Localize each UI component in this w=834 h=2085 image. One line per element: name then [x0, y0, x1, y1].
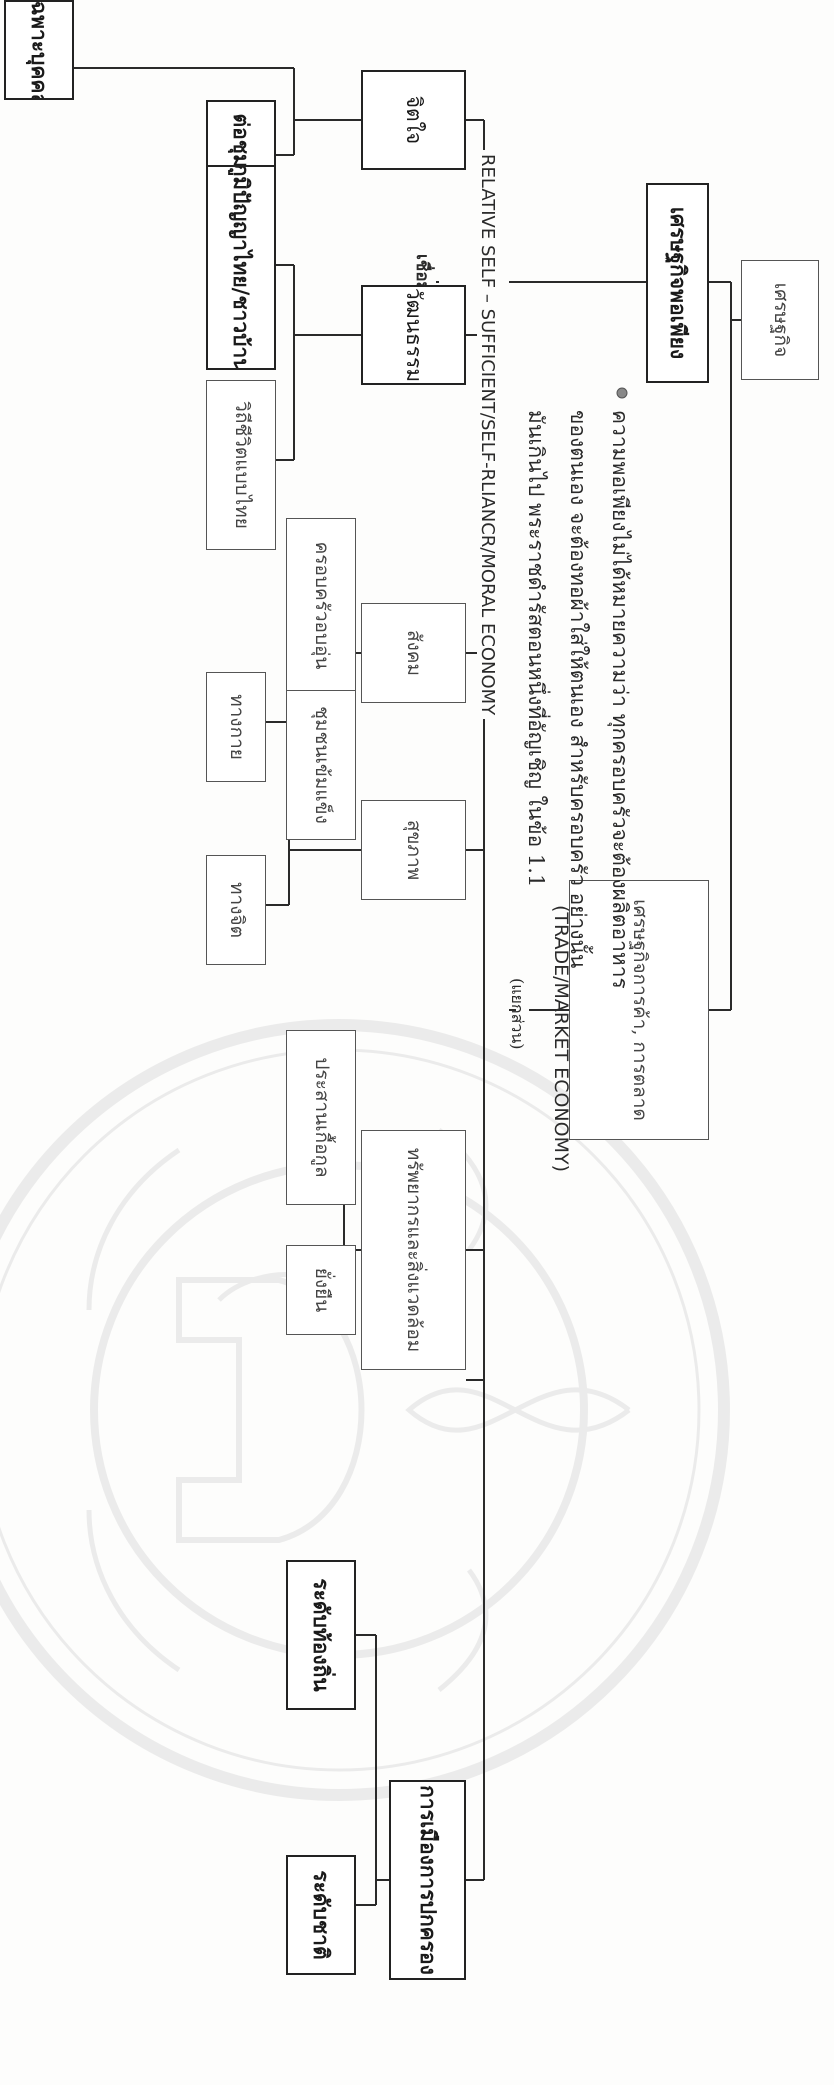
- node-resources-harmony: ประสานเกื้อกูล: [286, 1030, 356, 1205]
- node-culture-thai-way: วิถีชีวิตแบบไทย: [206, 380, 276, 550]
- node-health: สุขภาพ: [361, 800, 466, 900]
- node-society-warm-family: ครอบครัวอบอุ่น: [286, 518, 356, 693]
- node-mind: จิตใจ: [361, 70, 466, 170]
- node-resources-sustainable: ยั่งยืน: [286, 1245, 356, 1335]
- description-line-2: ของตนเอง จะต้องทอผ้าใส่ให้ตนเอง สำหรับคร…: [566, 410, 590, 969]
- node-resources: ทรัพยากรและสิ่งแวดล้อม: [361, 1130, 466, 1370]
- root-node-economy: เศรษฐกิจ: [741, 260, 819, 380]
- node-health-physical: ทางกาย: [206, 672, 266, 782]
- node-health-mental: ทางจิต: [206, 855, 266, 965]
- description-line-1: ความพอเพียงไม่ได้หมายความว่า ทุกครอบครัว…: [608, 410, 632, 989]
- trade-economy-note: (แยกส่วน): [508, 978, 527, 1050]
- sufficiency-english-label: RELATIVE SELF – SUFFICIENT/SELF-RLIANCR/…: [477, 150, 498, 720]
- node-politics: การเมืองการปกครอง: [389, 1780, 466, 1980]
- description-line-3: มันเกินไป พระราชดำรัสตอนหนึ่งที่อัญเชิญ …: [524, 410, 548, 888]
- node-mind-individual: เฉพาะบุคคล: [4, 0, 74, 100]
- node-politics-local: ระดับท้องถิ่น: [286, 1560, 356, 1710]
- node-culture: วัฒนธรรม: [361, 285, 466, 385]
- node-society: สังคม: [361, 603, 466, 703]
- node-society-strong-community: ชุมชนเข้มแข็ง: [286, 690, 356, 840]
- node-culture-wisdom: ภูมิปัญญาไทย/ชาวบ้าน: [206, 165, 276, 370]
- node-sufficiency-economy: เศรษฐกิจพอเพียง: [646, 183, 709, 383]
- node-politics-national: ระดับชาติ: [286, 1855, 356, 1975]
